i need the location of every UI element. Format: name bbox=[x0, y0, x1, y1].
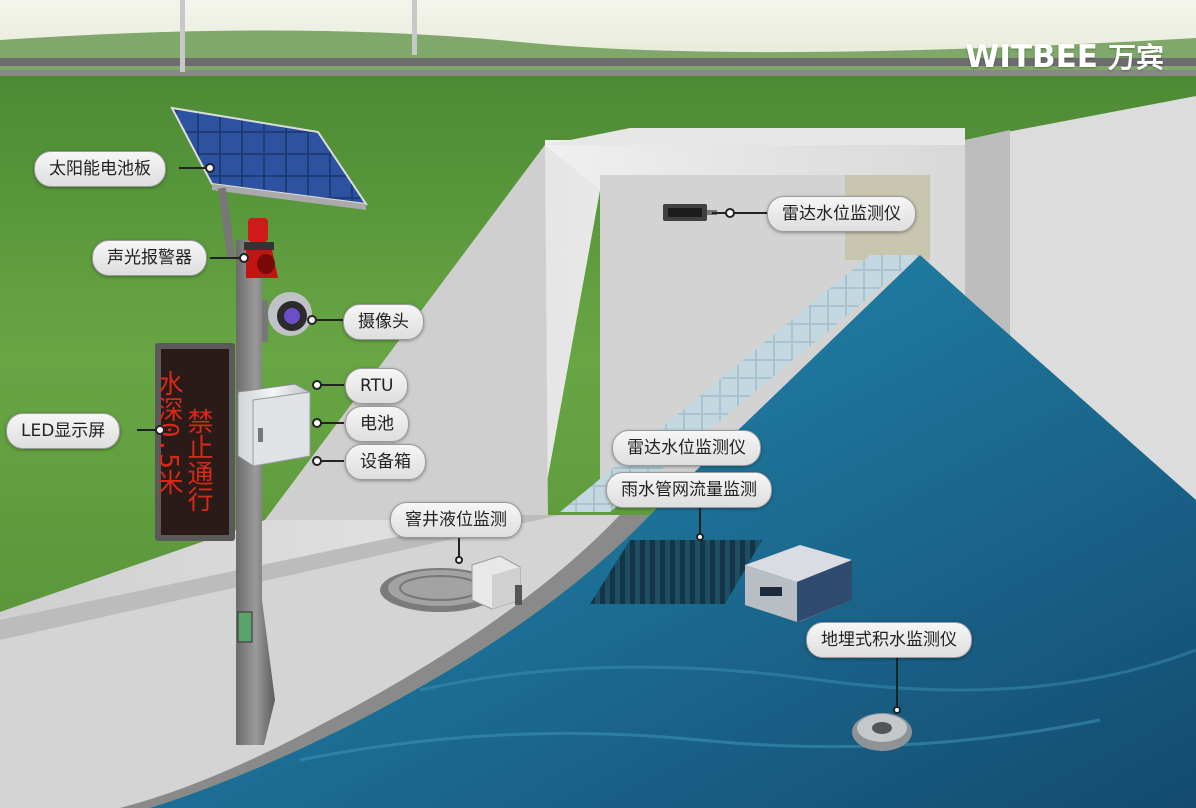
lamp-post bbox=[412, 0, 417, 55]
label-alarm: 声光报警器 bbox=[92, 240, 207, 276]
label-battery: 电池 bbox=[345, 406, 409, 442]
label-manhole-level: 窨井液位监测 bbox=[390, 502, 522, 538]
manhole-level-sensor bbox=[471, 555, 522, 610]
led-line-1: 禁止通行 bbox=[183, 408, 213, 512]
solar-panel-device bbox=[170, 106, 369, 258]
brand-chinese: 万宾 bbox=[1107, 41, 1164, 74]
label-camera: 摄像头 bbox=[343, 304, 424, 340]
label-rtu: RTU bbox=[345, 368, 409, 404]
label-radar-mid: 雷达水位监测仪 bbox=[612, 430, 761, 466]
led-display-device bbox=[155, 343, 235, 541]
buried-water-sensor bbox=[852, 713, 912, 751]
curb bbox=[120, 515, 650, 808]
label-rain-pipe-flow: 雨水管网流量监测 bbox=[606, 472, 772, 508]
flow-monitor-device bbox=[745, 545, 852, 622]
camera-device bbox=[262, 292, 312, 342]
label-solar-panel: 太阳能电池板 bbox=[34, 151, 166, 187]
lamp-post bbox=[180, 0, 185, 72]
guardrail bbox=[0, 58, 1196, 66]
leader-lines bbox=[137, 163, 901, 714]
brand-logo: WITBEE 万宾 bbox=[965, 36, 1164, 76]
alarm-device bbox=[244, 218, 278, 278]
drain-grate bbox=[590, 540, 762, 604]
floodwater bbox=[150, 255, 1196, 808]
equipment-box-device bbox=[237, 383, 311, 467]
label-radar-top: 雷达水位监测仪 bbox=[767, 196, 916, 232]
brand-name: WITBEE bbox=[965, 39, 1098, 75]
label-equipment-box: 设备箱 bbox=[345, 444, 426, 480]
label-led-screen: LED显示屏 bbox=[6, 413, 121, 449]
label-buried-water: 地埋式积水监测仪 bbox=[806, 622, 972, 658]
